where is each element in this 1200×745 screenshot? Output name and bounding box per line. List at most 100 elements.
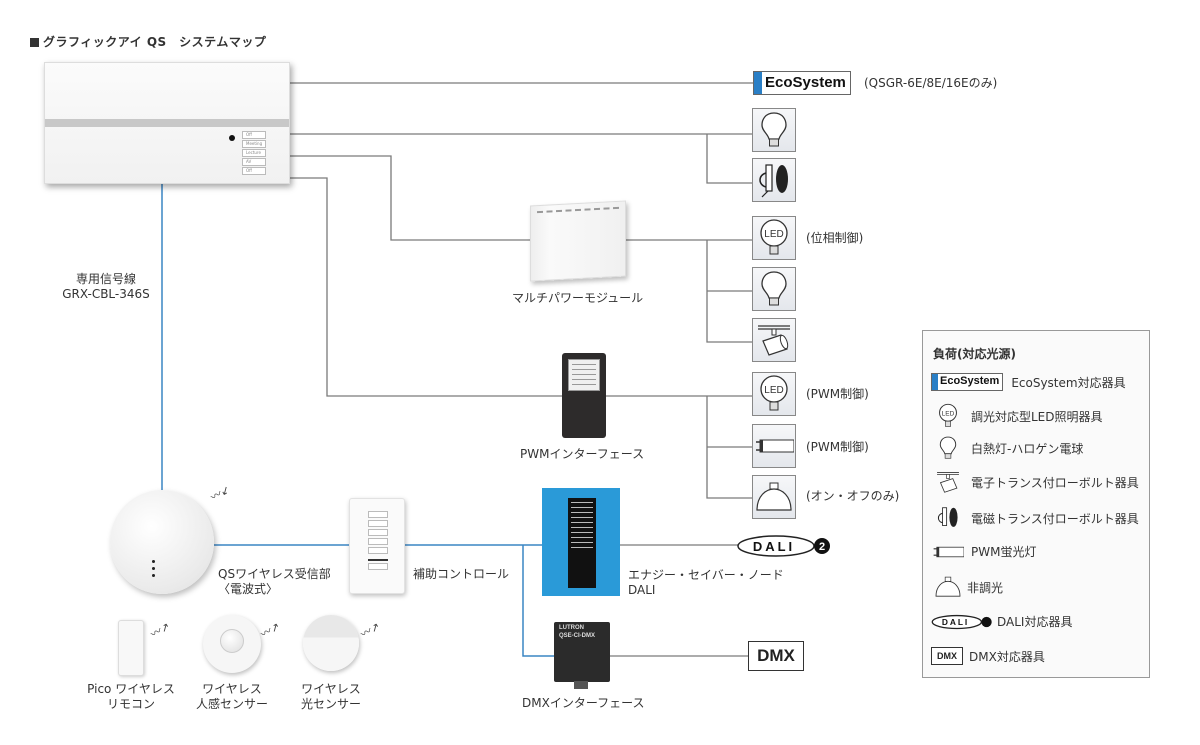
dome-lamp-icon — [756, 482, 792, 511]
wireless-signal-icon: 〰↗ — [148, 619, 173, 642]
cable-label: 専用信号線 GRX-CBL-346S — [58, 272, 154, 302]
load-electronic-lowvolt — [752, 318, 796, 362]
dali-text: DALI — [753, 539, 795, 554]
legend-item: PWM蛍光灯 — [931, 543, 1036, 560]
auxiliary-control-keypad — [349, 498, 405, 594]
ecosystem-icon-text: EcoSystem — [940, 375, 1000, 387]
energy-saver-node-dali — [542, 488, 620, 596]
daylight-label-line1: ワイヤレス — [301, 682, 361, 696]
dome-lamp-icon — [935, 576, 961, 597]
legend-panel: 負荷(対応光源) EcoSystem EcoSystem対応器具 LED 調光対… — [922, 330, 1150, 678]
svg-text:LED: LED — [764, 229, 783, 240]
wire-mpm-loads — [626, 239, 752, 343]
led-bulb-icon: LED — [939, 403, 957, 427]
dali-icon: DALI — [931, 614, 992, 629]
fluorescent-tube-icon — [933, 546, 964, 557]
scene-key: Lecture — [242, 149, 266, 157]
cable-label-line1: 専用信号線 — [75, 272, 136, 286]
legend-label: 白熱灯-ハロゲン電球 — [971, 441, 1084, 456]
load-incandescent-mpm — [752, 267, 796, 311]
daylight-sensor-label: ワイヤレス 光センサー — [281, 682, 381, 712]
legend-label: DMX対応器具 — [969, 649, 1045, 664]
receiver-label: QSワイヤレス受信部 〈電波式〉 — [218, 567, 331, 597]
scene-key: Off — [242, 167, 266, 175]
dmx-model: QSE-CI-DMX — [559, 633, 595, 639]
onoff-note: (オン・オフのみ) — [806, 489, 900, 503]
pwm-interface-label: PWMインターフェース — [520, 447, 645, 461]
pico-label-line2: リモコン — [106, 697, 155, 711]
multi-power-module — [530, 200, 626, 282]
occupancy-label-line2: 人感センサー — [195, 697, 268, 711]
esn-label: エナジー・セイバー・ノード DALI — [628, 568, 784, 598]
scene-key: Meeting — [242, 140, 266, 148]
cable-label-line2: GRX-CBL-346S — [62, 287, 150, 301]
qs-wireless-receiver — [110, 490, 214, 594]
scene-key: Off — [242, 131, 266, 139]
wire-to-mpm — [290, 155, 530, 241]
keypad: Off Meeting Lecture AV Off — [242, 131, 266, 176]
legend-label: DALI対応器具 — [997, 615, 1073, 629]
incandescent-bulb-icon — [761, 112, 787, 147]
occupancy-sensor-label: ワイヤレス 人感センサー — [182, 682, 282, 712]
dmx-brand: LUTRON — [559, 625, 584, 631]
wire-to-pwm — [290, 177, 562, 397]
legend-item: 電子トランス付ローボルト器具 — [931, 469, 1139, 495]
load-incandescent — [752, 108, 796, 152]
wireless-daylight-sensor — [303, 615, 359, 671]
incandescent-bulb-icon — [939, 436, 957, 459]
legend-label: 電磁トランス付ローボルト器具 — [971, 511, 1139, 526]
pico-remote — [118, 620, 144, 676]
legend-label: EcoSystem対応器具 — [1011, 375, 1126, 390]
legend-title: 負荷(対応光源) — [933, 347, 1016, 361]
page-title: グラフィックアイ QS システムマップ — [30, 33, 266, 50]
multi-power-module-label: マルチパワーモジュール — [512, 291, 644, 305]
ir-sensor — [229, 135, 235, 141]
led-bulb-icon: LED — [760, 375, 788, 411]
esn-label-line2: DALI — [628, 583, 656, 597]
dmx-badge: DMX — [748, 641, 804, 671]
occupancy-label-line1: ワイヤレス — [202, 682, 262, 696]
svg-text:DALI: DALI — [942, 617, 969, 627]
load-non-dim — [752, 475, 796, 519]
legend-item: LED 調光対応型LED照明器具 — [931, 403, 1103, 429]
wireless-occupancy-sensor — [203, 615, 261, 673]
wireless-signal-icon: 〰↗ — [258, 619, 283, 642]
dali-version: 2 — [819, 541, 825, 553]
graphic-eye-qs-processor: Off Meeting Lecture AV Off — [44, 62, 290, 184]
fluorescent-tube-icon — [756, 439, 794, 453]
lutron-logo-icon — [754, 72, 762, 94]
legend-label: 調光対応型LED照明器具 — [971, 409, 1103, 424]
receiver-label-line1: QSワイヤレス受信部 — [218, 567, 331, 581]
daylight-label-line2: 光センサー — [300, 697, 361, 711]
legend-item: EcoSystem EcoSystem対応器具 — [931, 373, 1126, 391]
ecosystem-badge: EcoSystem — [753, 71, 851, 95]
wireless-signal-icon: 〰↗ — [358, 619, 383, 642]
legend-item: 電磁トランス付ローボルト器具 — [931, 505, 1139, 531]
pico-label: Pico ワイヤレス リモコン — [76, 682, 186, 712]
fluor-pwm-note: (PWM制御) — [806, 440, 869, 454]
load-magnetic-lowvolt — [752, 158, 796, 202]
receiver-label-line2: 〈電波式〉 — [218, 582, 279, 596]
magnetic-spot-icon — [759, 164, 788, 198]
load-fluorescent-pwm — [752, 424, 796, 468]
dali-badge: DALI 2 — [736, 534, 832, 558]
legend-label: 非調光 — [967, 580, 1004, 595]
esn-label-line1: エナジー・セイバー・ノード — [628, 568, 784, 582]
pwm-interface — [562, 353, 606, 438]
magnetic-spot-icon — [937, 507, 958, 527]
legend-item: 白熱灯-ハロゲン電球 — [931, 435, 1083, 461]
legend-item: DALI DALI対応器具 — [931, 613, 1072, 630]
dmx-icon: DMX — [931, 647, 963, 665]
pico-label-line1: Pico ワイヤレス — [87, 682, 175, 696]
dmx-interface: LUTRON QSE-CI-DMX — [554, 622, 610, 689]
dali-icon: DALI 2 — [737, 535, 830, 557]
incandescent-bulb-icon — [761, 271, 787, 306]
legend-item: 非調光 — [931, 575, 1003, 599]
load-led-pwm: LED — [752, 372, 796, 416]
load-led-phase: LED — [752, 216, 796, 260]
led-pwm-note: (PWM制御) — [806, 387, 869, 401]
dmx-interface-label: DMXインターフェース — [522, 696, 645, 710]
led-bulb-icon: LED — [760, 219, 788, 255]
track-spot-icon — [758, 325, 790, 356]
track-spot-icon — [937, 472, 959, 493]
